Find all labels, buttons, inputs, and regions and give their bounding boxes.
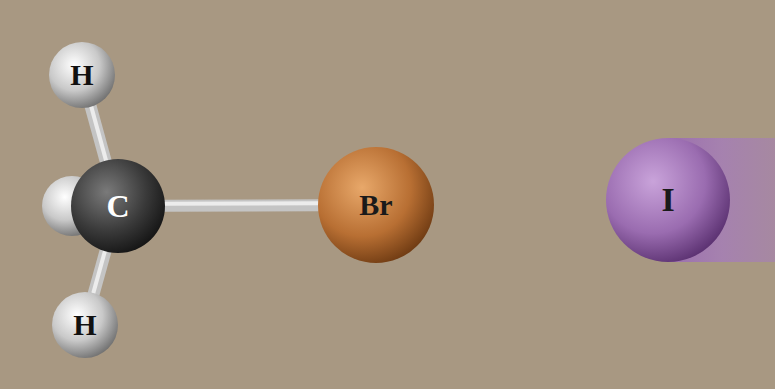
carbon-atom: C <box>71 159 165 253</box>
bond-group <box>93 247 106 295</box>
atom-symbol: H <box>70 60 93 90</box>
hydrogen-atom: H <box>49 42 115 108</box>
sphere <box>49 42 115 108</box>
bond-highlight <box>163 201 320 206</box>
bond-group <box>163 203 320 206</box>
bromine-atom: Br <box>318 147 434 263</box>
iodine-atom: I <box>606 138 730 262</box>
bond-highlight <box>93 247 106 293</box>
chemical-bond <box>163 199 320 212</box>
sphere <box>71 159 165 253</box>
atom-symbol: Br <box>359 190 392 220</box>
hydrogen-atom: H <box>52 292 118 358</box>
atom-symbol: H <box>73 310 96 340</box>
sphere <box>606 138 730 262</box>
sphere <box>318 147 434 263</box>
bond-highlight <box>90 103 106 161</box>
sphere <box>52 292 118 358</box>
atom-symbol: C <box>106 190 129 222</box>
bond-group <box>90 103 106 163</box>
atom-symbol: I <box>661 183 674 217</box>
